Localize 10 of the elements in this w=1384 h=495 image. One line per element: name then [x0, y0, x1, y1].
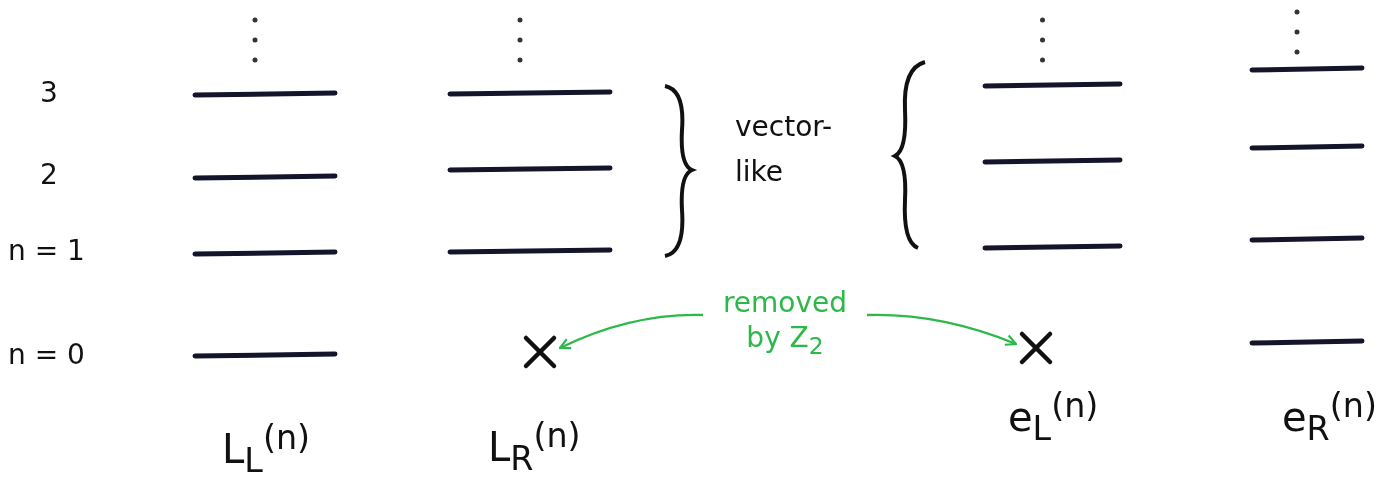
arrow [558, 313, 703, 350]
row-label: n = 0 [8, 340, 85, 371]
arrow [867, 313, 1018, 347]
brace-label: vector-like [735, 109, 834, 190]
annotation-text: removed by Z$_{2}$ [705, 285, 865, 400]
row-label: 2 [40, 160, 58, 191]
row-label: n = 1 [8, 236, 85, 267]
cross-mark [1018, 330, 1054, 366]
cross-mark [522, 334, 558, 370]
row-label: 3 [40, 78, 58, 109]
